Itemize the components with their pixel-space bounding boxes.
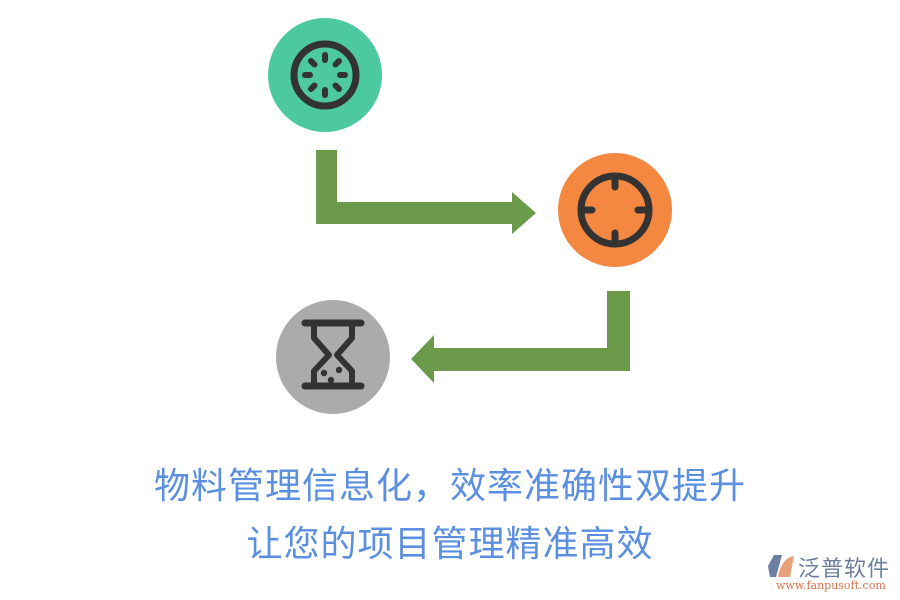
node-loading [268, 18, 382, 132]
logo-mark-icon [768, 555, 794, 577]
loading-spinner-icon [290, 40, 360, 110]
caption-line-2: 让您的项目管理精准高效 [246, 524, 654, 565]
arrow-target-to-hourglass [411, 291, 630, 383]
hourglass-icon [301, 319, 365, 390]
node-target [558, 153, 672, 267]
node-hourglass [276, 300, 390, 414]
caption-line-1: 物料管理信息化，效率准确性双提升 [153, 466, 746, 507]
logo-name: 泛普软件 [798, 557, 891, 582]
logo-url: www.fanpusoft.com [776, 579, 886, 592]
crosshair-target-icon [577, 172, 653, 248]
arrow-loading-to-target [316, 150, 536, 234]
brand-logo: 泛普软件 www.fanpusoft.com [768, 551, 893, 595]
